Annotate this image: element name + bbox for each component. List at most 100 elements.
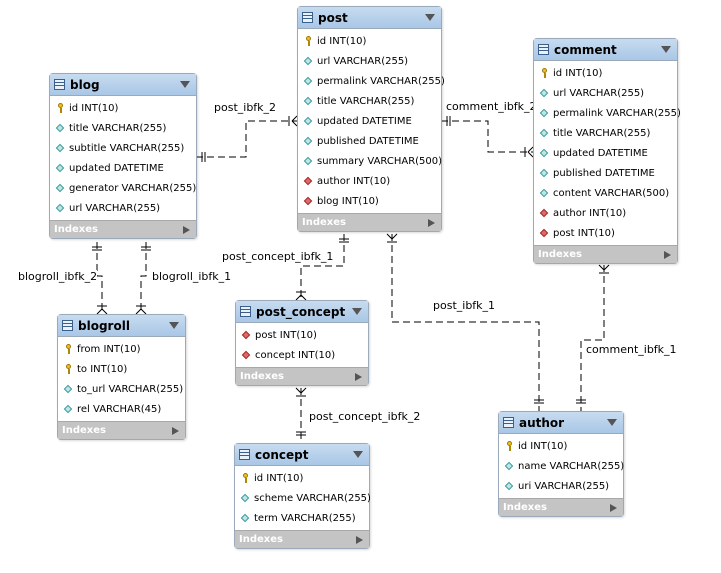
- column-row[interactable]: permalink VARCHAR(255): [534, 103, 681, 123]
- indexes-section[interactable]: Indexes: [499, 498, 623, 516]
- column-row[interactable]: author INT(10): [298, 171, 441, 191]
- relationship-post-concept-ibfk-2[interactable]: [295, 387, 307, 443]
- column-row[interactable]: generator VARCHAR(255): [50, 178, 196, 198]
- column-row[interactable]: uri VARCHAR(255): [499, 476, 623, 496]
- column-row[interactable]: url VARCHAR(255): [298, 51, 441, 71]
- column-row[interactable]: id INT(10): [298, 31, 441, 51]
- column-row[interactable]: updated DATETIME: [298, 111, 441, 131]
- indexes-section[interactable]: Indexes: [236, 367, 368, 385]
- indexes-section[interactable]: Indexes: [235, 530, 369, 548]
- column-row[interactable]: title VARCHAR(255): [50, 118, 196, 138]
- column-row[interactable]: id INT(10): [499, 436, 623, 456]
- column-definition: title VARCHAR(255): [317, 95, 415, 107]
- column-icon: [303, 116, 313, 126]
- column-row[interactable]: name VARCHAR(255): [499, 456, 624, 476]
- table-header[interactable]: concept: [235, 444, 369, 466]
- foreign-key-icon: [303, 176, 313, 186]
- column-row[interactable]: to INT(10): [58, 359, 185, 379]
- column-definition: rel VARCHAR(45): [77, 403, 162, 415]
- column-row[interactable]: concept INT(10): [236, 345, 368, 365]
- column-row[interactable]: post INT(10): [236, 325, 368, 345]
- column-definition: updated DATETIME: [69, 162, 164, 174]
- indexes-section[interactable]: Indexes: [58, 421, 185, 439]
- relationship-blogroll-ibfk-2[interactable]: [92, 242, 108, 315]
- column-row[interactable]: subtitle VARCHAR(255): [50, 138, 196, 158]
- column-row[interactable]: to_url VARCHAR(255): [58, 379, 185, 399]
- collapse-arrow-icon[interactable]: [425, 14, 435, 21]
- column-row[interactable]: published DATETIME: [534, 163, 677, 183]
- column-definition: blog INT(10): [317, 195, 379, 207]
- collapse-arrow-icon[interactable]: [661, 46, 671, 53]
- relationship-comment-ibfk-2[interactable]: [441, 116, 534, 158]
- column-definition: updated DATETIME: [317, 115, 412, 127]
- column-row[interactable]: updated DATETIME: [50, 158, 196, 178]
- table-header[interactable]: author: [499, 412, 623, 434]
- table-header[interactable]: blog: [50, 74, 196, 96]
- table-header[interactable]: post: [298, 7, 441, 29]
- expand-arrow-icon[interactable]: [610, 503, 617, 512]
- column-row[interactable]: id INT(10): [235, 468, 369, 488]
- indexes-section[interactable]: Indexes: [534, 245, 677, 263]
- column-row[interactable]: rel VARCHAR(45): [58, 399, 185, 419]
- table-header[interactable]: blogroll: [58, 315, 185, 337]
- relationship-post-ibfk-1[interactable]: [386, 233, 544, 411]
- column-row[interactable]: summary VARCHAR(500): [298, 151, 442, 171]
- table-blogroll[interactable]: blogroll from INT(10) to INT(10)to_url VAR…: [57, 314, 186, 440]
- column-row[interactable]: id INT(10): [50, 98, 196, 118]
- column-row[interactable]: updated DATETIME: [534, 143, 677, 163]
- column-icon: [55, 203, 65, 213]
- column-row[interactable]: id INT(10): [534, 63, 677, 83]
- expand-arrow-icon[interactable]: [183, 225, 190, 234]
- expand-arrow-icon[interactable]: [355, 372, 362, 381]
- table-header[interactable]: post_concept: [236, 301, 368, 323]
- expand-arrow-icon[interactable]: [428, 218, 435, 227]
- table-icon: [538, 44, 549, 55]
- column-row[interactable]: title VARCHAR(255): [534, 123, 677, 143]
- indexes-section[interactable]: Indexes: [298, 213, 441, 231]
- relationship-comment-ibfk-1[interactable]: [576, 264, 610, 411]
- collapse-arrow-icon[interactable]: [352, 308, 362, 315]
- collapse-arrow-icon[interactable]: [607, 419, 617, 426]
- column-icon: [240, 513, 250, 523]
- column-row[interactable]: url VARCHAR(255): [50, 198, 196, 218]
- table-name: post_concept: [256, 304, 346, 319]
- indexes-label: Indexes: [239, 534, 283, 545]
- column-row[interactable]: published DATETIME: [298, 131, 441, 151]
- relationship-post-ibfk-2[interactable]: [196, 115, 298, 162]
- column-row[interactable]: title VARCHAR(255): [298, 91, 441, 111]
- column-definition: from INT(10): [77, 343, 141, 355]
- column-row[interactable]: from INT(10): [58, 339, 185, 359]
- table-name: blogroll: [78, 318, 130, 333]
- collapse-arrow-icon[interactable]: [169, 322, 179, 329]
- column-row[interactable]: permalink VARCHAR(255): [298, 71, 445, 91]
- collapse-arrow-icon[interactable]: [353, 451, 363, 458]
- column-row[interactable]: url VARCHAR(255): [534, 83, 677, 103]
- column-row[interactable]: term VARCHAR(255): [235, 508, 369, 528]
- table-header[interactable]: comment: [534, 39, 677, 61]
- relationship-blogroll-ibfk-1[interactable]: [135, 242, 151, 315]
- column-row[interactable]: blog INT(10): [298, 191, 441, 211]
- expand-arrow-icon[interactable]: [172, 426, 179, 435]
- foreign-key-icon: [539, 228, 549, 238]
- primary-key-icon: [240, 473, 250, 483]
- relationship-post-concept-ibfk-1[interactable]: [295, 234, 349, 301]
- column-row[interactable]: scheme VARCHAR(255): [235, 488, 371, 508]
- column-row[interactable]: author INT(10): [534, 203, 677, 223]
- primary-key-icon: [55, 103, 65, 113]
- column-definition: updated DATETIME: [553, 147, 648, 159]
- column-row[interactable]: content VARCHAR(500): [534, 183, 677, 203]
- column-icon: [504, 481, 514, 491]
- expand-arrow-icon[interactable]: [664, 250, 671, 259]
- expand-arrow-icon[interactable]: [356, 535, 363, 544]
- column-row[interactable]: post INT(10): [534, 223, 677, 243]
- column-icon: [539, 128, 549, 138]
- collapse-arrow-icon[interactable]: [180, 81, 190, 88]
- indexes-section[interactable]: Indexes: [50, 220, 196, 238]
